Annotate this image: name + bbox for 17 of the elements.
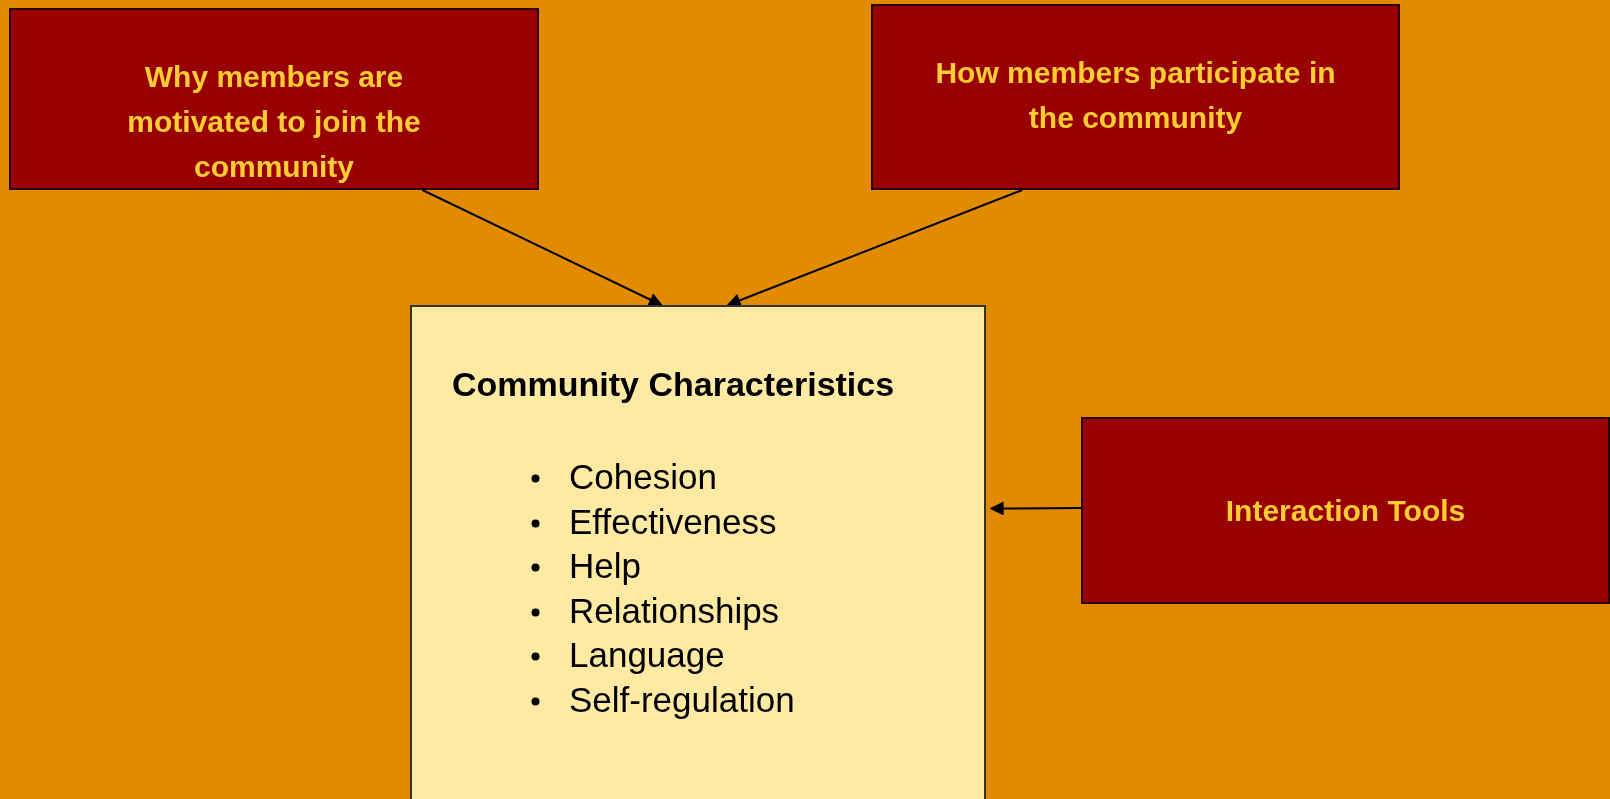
characteristics-panel xyxy=(410,305,986,799)
arrow xyxy=(421,189,663,306)
topic-box xyxy=(1081,417,1610,604)
bullet-item: Help xyxy=(569,544,795,589)
topic-box xyxy=(871,4,1400,190)
box-label: Interaction Tools xyxy=(1225,493,1466,529)
bullet-item: Self-regulation xyxy=(569,677,795,722)
bullet-item: Relationships xyxy=(569,588,795,633)
box-label: Why members are motivated to join the community xyxy=(126,59,422,185)
bullet-item: Effectiveness xyxy=(569,499,795,544)
topic-box xyxy=(9,8,539,190)
panel-heading: Community Characteristics xyxy=(452,365,895,404)
box-label: How members participate in the community xyxy=(934,55,1337,136)
arrow xyxy=(989,501,1082,516)
bullet-item: Cohesion xyxy=(569,455,795,500)
bullet-item: Language xyxy=(569,633,795,678)
arrow xyxy=(726,189,1024,307)
